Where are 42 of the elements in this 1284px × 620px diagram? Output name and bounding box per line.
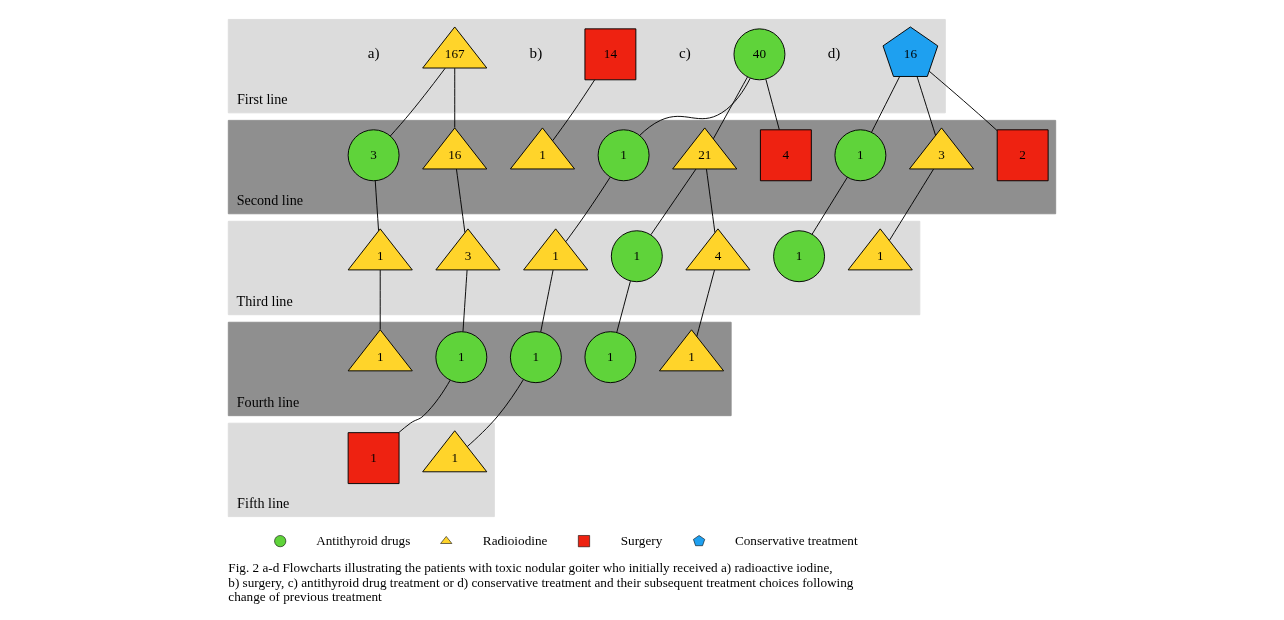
node-circle: 3 [347, 129, 400, 182]
connector [888, 168, 934, 241]
legend-label: Surgery [620, 532, 663, 548]
node-circle: 1 [597, 129, 650, 182]
label: a) [367, 44, 380, 61]
connector [712, 76, 748, 140]
label: c) [679, 44, 691, 61]
node-box: 2 [996, 129, 1049, 182]
legend-label: Conservative treatment [734, 532, 858, 548]
node-box: 14 [584, 28, 637, 81]
connector [650, 168, 697, 236]
connector [462, 269, 468, 332]
node-circle: 1 [610, 230, 663, 283]
connector [871, 76, 901, 133]
node-circle: 1 [435, 331, 488, 384]
node-circle: 1 [834, 129, 887, 182]
label: d) [827, 44, 841, 61]
node-circle: 1 [584, 331, 637, 384]
connector [706, 168, 716, 233]
connector [466, 379, 524, 448]
label: b) [529, 44, 543, 61]
connector [456, 168, 466, 233]
connector [374, 180, 380, 232]
connector [639, 77, 751, 136]
connector [765, 78, 780, 130]
node-box: 1 [347, 432, 400, 485]
node-circle: 1 [773, 230, 825, 283]
legend-label: Antithyroid drugs [316, 532, 411, 548]
node-box: 4 [759, 129, 812, 182]
connector [616, 280, 631, 333]
caption: Fig. 2 a-d Flowcharts illustrating the patients with toxic nodular goiter who initially received a) radioactive iodine, b) surgery, c) antithyroid drug treatment or d) conservative treatment and their subsequent treatment choices following change of previous treatment [228, 560, 854, 604]
connector [540, 269, 554, 333]
node-circle: 40 [733, 28, 786, 81]
connector [552, 79, 596, 142]
node-circle: 1 [509, 331, 562, 384]
legend-label: Radioiodine [482, 532, 548, 548]
connector [398, 379, 451, 434]
connector [379, 269, 381, 330]
connector [454, 67, 456, 129]
connector [811, 176, 848, 235]
connector [565, 176, 611, 243]
connector [389, 67, 446, 137]
